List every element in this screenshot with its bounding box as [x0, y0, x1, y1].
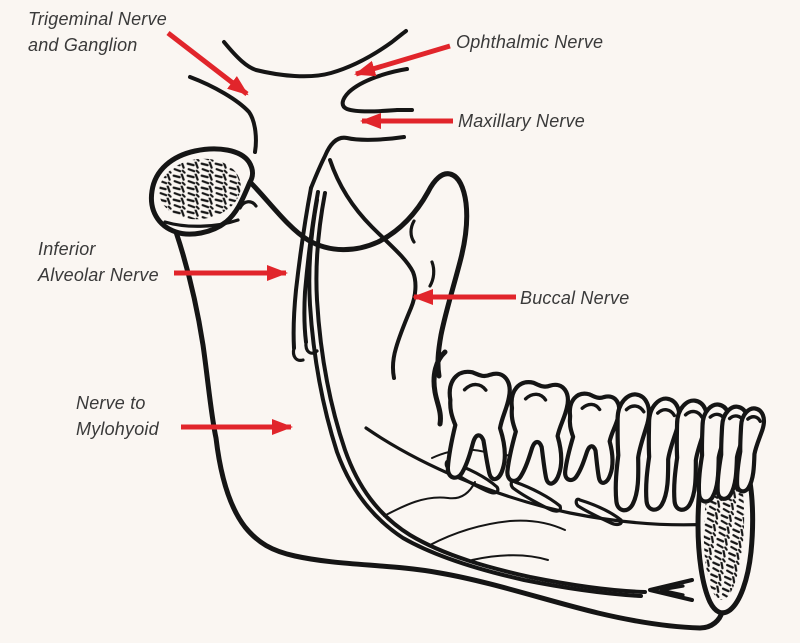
condyle-stipple: [159, 158, 241, 220]
tooth-molar-1: [444, 371, 511, 482]
label-inferior-line1: Inferior: [38, 239, 96, 259]
inferior-alveolar-nerve-line-2: [307, 198, 643, 598]
trigeminal-trunk-left-edge: [188, 75, 258, 154]
label-trigeminal-line1: Trigeminal Nerve: [28, 9, 167, 29]
label-mylohyoid-line1: Nerve to: [76, 393, 146, 413]
inferior-alveolar-nerve-line-1: [314, 191, 647, 594]
buccal-nerve-path: [328, 158, 418, 380]
ophthalmic-nerve-upper-edge: [222, 29, 408, 79]
arrow-trigeminal: [166, 31, 249, 96]
label-nerve-to-mylohyoid: Nerve to Mylohyoid: [76, 390, 159, 442]
label-trigeminal-line2: and Ganglion: [28, 35, 138, 55]
condyle-smile-mark: [238, 200, 258, 210]
tooth-molar-3: [559, 389, 623, 487]
annotation-arrows: [166, 31, 516, 435]
label-buccal-nerve: Buccal Nerve: [520, 288, 630, 308]
alveolar-strip-3: [574, 497, 624, 527]
label-inferior-line2: Alveolar Nerve: [38, 265, 159, 285]
sigmoid-notch-and-coronoid: [247, 171, 470, 379]
condyle-base-line: [163, 218, 240, 228]
nerve-paths: [188, 29, 746, 602]
mylohyoid-line: [364, 426, 746, 527]
label-inferior-alveolar-nerve: Inferior Alveolar Nerve: [38, 236, 159, 288]
label-trigeminal-nerve: Trigeminal Nerve and Ganglion: [28, 6, 167, 58]
label-ophthalmic-nerve: Ophthalmic Nerve: [456, 32, 604, 52]
coronoid-texture-mark-1: [409, 219, 416, 244]
dental-branch-2: [429, 519, 566, 546]
tooth-molar-2: [503, 380, 569, 485]
arrow-ophthalmic: [354, 43, 451, 77]
mandible-posterior-inferior-border: [173, 229, 725, 631]
ophthalmic-maxillary-fork: [340, 67, 414, 114]
dental-branch-3: [471, 554, 549, 561]
anterior-ramus-edge: [431, 349, 448, 427]
coronoid-texture-mark-2: [428, 260, 436, 288]
mental-nerve-inner: [659, 584, 685, 597]
maxillary-nerve-lower-edge: [309, 135, 406, 190]
label-maxillary-nerve: Maxillary Nerve: [458, 111, 586, 131]
label-mylohyoid-line2: Mylohyoid: [76, 419, 159, 439]
alveolar-strip-2: [509, 479, 563, 513]
mental-nerve-chevron: [648, 578, 694, 602]
lingual-nerve-line-1: [291, 186, 313, 350]
nerve-end-hook-1: [291, 346, 305, 362]
dental-branch-1: [383, 481, 476, 517]
